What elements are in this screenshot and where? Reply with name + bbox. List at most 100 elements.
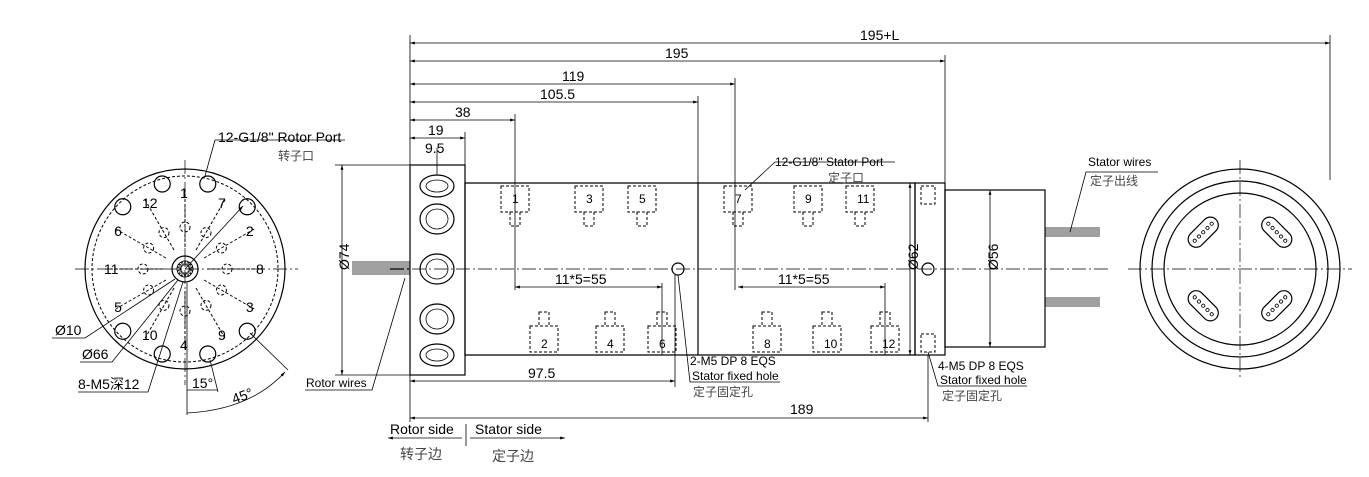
- dia-62-label: Ø62: [905, 243, 921, 270]
- port-number: 7: [218, 195, 226, 211]
- wire-core: [178, 261, 184, 267]
- port-number: 5: [114, 299, 122, 315]
- stator-port-number: 5: [639, 192, 646, 206]
- stator-port-number: 4: [607, 337, 614, 351]
- rotor-port: [419, 174, 455, 198]
- rotor-port: [419, 303, 455, 335]
- hole-4-label: 4-M5 DP 8 EQS: [938, 359, 1024, 373]
- rear-view: [1128, 160, 1352, 380]
- wire-core: [177, 269, 182, 274]
- contact-slot: [1261, 290, 1293, 322]
- stator-port: [752, 325, 782, 353]
- angle-15-label: 15°: [192, 375, 213, 391]
- wire-core: [186, 271, 192, 277]
- stator-port-number: 7: [735, 192, 742, 206]
- port-number: 4: [180, 337, 188, 353]
- dia-66-label: Ø66: [82, 346, 109, 362]
- channel-end: [221, 263, 233, 275]
- dimension-label: 19: [428, 122, 444, 138]
- channel-end: [158, 299, 170, 311]
- screw-label: 8-M5深12: [78, 376, 140, 392]
- pitch-left: 11*5=55: [555, 271, 607, 287]
- contact-slot: [1187, 290, 1219, 322]
- rotor-side-label: Rotor side: [390, 421, 454, 437]
- rotor-port-bore: [425, 258, 449, 280]
- hole-4-desc: Stator fixed hole: [940, 373, 1027, 387]
- rotor-port-label: 12-G1/8" Rotor Port: [218, 129, 341, 145]
- channel-end: [137, 263, 149, 275]
- rotor-port-bore: [425, 348, 449, 362]
- stator-port-number: 8: [764, 337, 771, 351]
- rotor-port-bore: [425, 208, 449, 230]
- port-number: 9: [218, 327, 226, 343]
- wire-core: [183, 260, 189, 266]
- port-number: 3: [246, 299, 254, 315]
- port-number: 12: [142, 195, 158, 211]
- internal-channel: [113, 279, 167, 311]
- wire-core: [181, 260, 187, 266]
- hole-2-label: 2-M5 DP 8 EQS: [690, 354, 776, 368]
- channel-end: [158, 227, 170, 239]
- stator-port-number: 6: [659, 337, 666, 351]
- internal-channel: [143, 197, 175, 251]
- mounting-hole: [238, 322, 256, 340]
- dia-56-label: Ø56: [985, 243, 1001, 270]
- wire-core: [183, 272, 189, 278]
- rotor-port-bore: [425, 179, 449, 193]
- port-number: 8: [256, 261, 264, 277]
- housing: [944, 189, 1046, 348]
- stator-port: [595, 325, 625, 353]
- internal-channel: [195, 287, 227, 341]
- dimension-label: 105.5: [540, 86, 575, 102]
- dimension-label: 195: [665, 45, 689, 61]
- port-number: 6: [114, 223, 122, 239]
- stator-side-cn: 定子边: [492, 448, 534, 464]
- stator-port: [812, 325, 842, 353]
- rotor-side-cn: 转子边: [400, 446, 442, 462]
- stator-port-cn: 定子口: [828, 170, 864, 185]
- dimension-label: 119: [562, 68, 585, 84]
- stator-port-number: 10: [824, 337, 838, 351]
- stator-port-number: 2: [541, 337, 548, 351]
- contact-slot: [1261, 216, 1293, 248]
- port-number: 11: [104, 261, 119, 277]
- stator-port-number: 3: [586, 192, 593, 206]
- rotor-port: [419, 253, 455, 285]
- wire-core: [181, 272, 187, 278]
- channel-end: [215, 242, 227, 254]
- dim-97-5: 97.5: [528, 365, 555, 381]
- stator-wires-cn: 定子出线: [1090, 173, 1138, 188]
- channel-end: [143, 284, 155, 296]
- stator-port-number: 9: [805, 192, 812, 206]
- rotor-port: [419, 203, 455, 235]
- stator-wires-label: Stator wires: [1088, 155, 1151, 169]
- angle-45-label: 45°: [230, 385, 255, 407]
- internal-channel: [203, 227, 257, 259]
- mounting-hole: [114, 198, 132, 216]
- mounting-hole: [153, 175, 171, 193]
- internal-channel: [143, 287, 175, 341]
- port-number: 10: [142, 327, 158, 343]
- internal-channel: [203, 279, 257, 311]
- rotor-port-bore: [425, 308, 449, 330]
- dimension-label: 195+L: [860, 27, 900, 43]
- mounting-hole: [114, 322, 132, 340]
- hole-2-desc: Stator fixed hole: [692, 369, 779, 383]
- channel-end: [200, 299, 212, 311]
- stator-side-label: Stator side: [475, 421, 542, 437]
- contact-slot: [1187, 216, 1219, 248]
- hole-2-cn: 定子固定孔: [693, 384, 753, 399]
- dim-189: 189: [790, 401, 814, 417]
- hole-4-cn: 定子固定孔: [942, 388, 1002, 403]
- channel-end: [179, 305, 191, 317]
- mounting-hole: [199, 345, 217, 363]
- mounting-hole: [238, 198, 256, 216]
- dia-74-label: Ø74: [336, 243, 352, 270]
- wire-core: [188, 264, 193, 269]
- wire-core: [176, 266, 182, 272]
- pitch-right: 11*5=55: [778, 271, 830, 287]
- dim-9-5: 9.5: [425, 140, 445, 156]
